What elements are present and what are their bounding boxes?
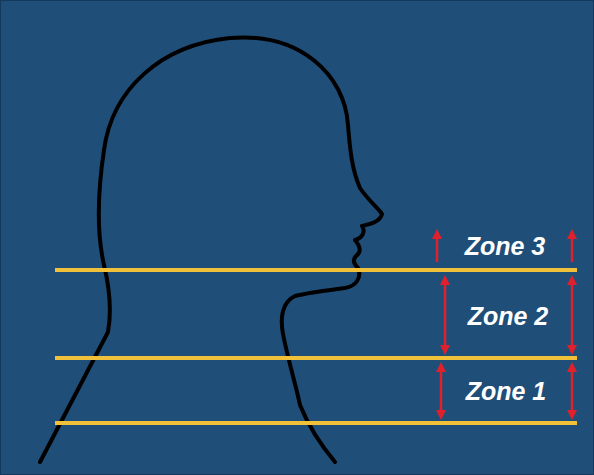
head-silhouette bbox=[40, 37, 382, 462]
zone-label-holder: Zone 1 bbox=[466, 379, 547, 404]
zone-arrow bbox=[444, 280, 447, 350]
zone-label-holder: Zone 2 bbox=[468, 304, 549, 329]
zone-label: Zone 3 bbox=[465, 232, 546, 260]
zone-arrow bbox=[571, 280, 574, 350]
zone-line bbox=[55, 356, 577, 360]
zone-arrow bbox=[440, 367, 443, 415]
zone-label: Zone 2 bbox=[468, 302, 549, 330]
zone-arrow bbox=[436, 234, 439, 262]
zone-line bbox=[55, 268, 577, 272]
zone-arrow bbox=[571, 234, 574, 262]
zone-label: Zone 1 bbox=[466, 377, 547, 405]
zone-arrow bbox=[571, 367, 574, 415]
zone-label-holder: Zone 3 bbox=[465, 234, 546, 259]
zone-line bbox=[55, 421, 577, 425]
